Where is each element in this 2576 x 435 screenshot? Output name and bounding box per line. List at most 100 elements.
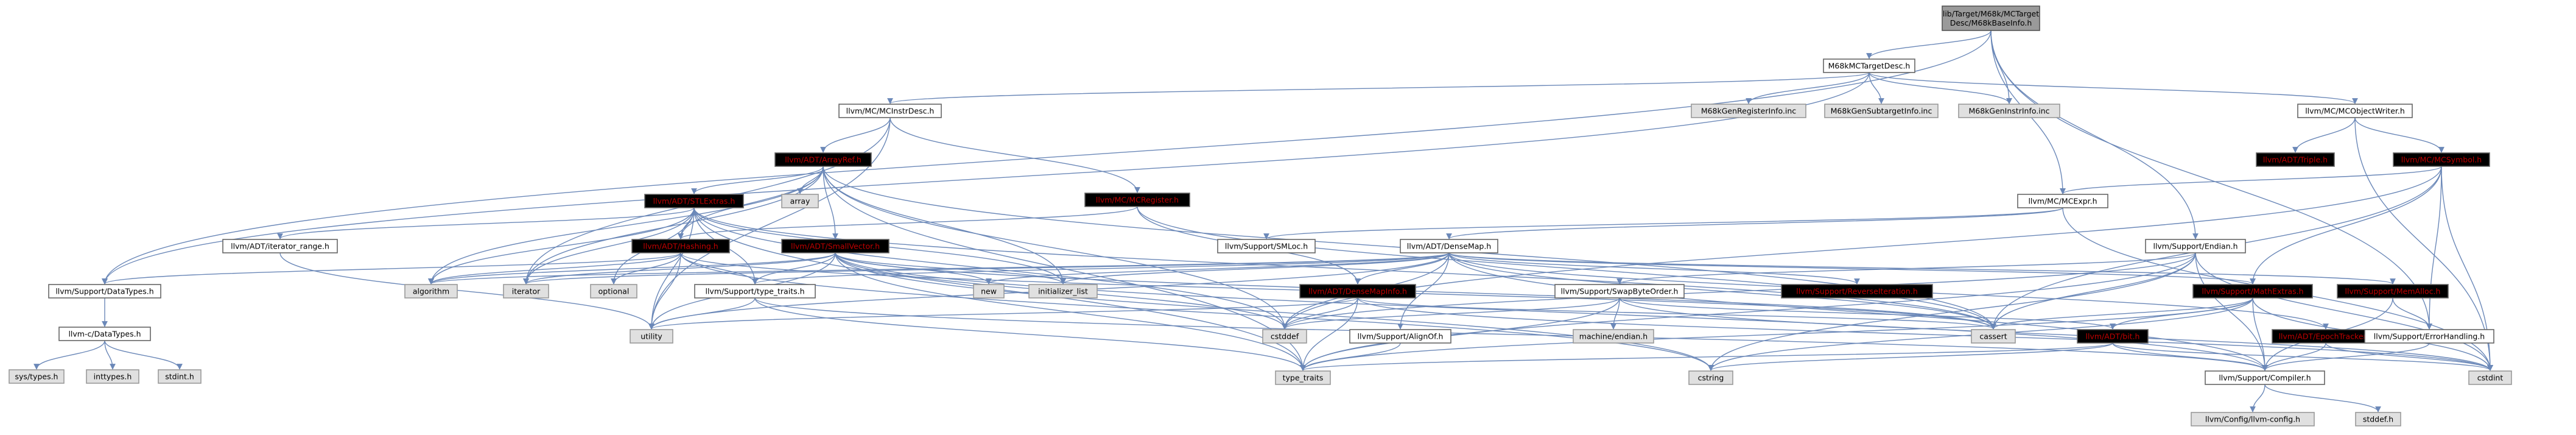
node-epochtracker[interactable]: llvm/ADT/EpochTracker.h (2272, 329, 2380, 344)
node-reverseiteration[interactable]: llvm/Support/ReverseIteration.h (1781, 284, 1933, 299)
node-box (158, 369, 202, 384)
node-geninstr: M68kGenInstrInfo.inc (1958, 104, 2060, 118)
node-compiler[interactable]: llvm/Support/Compiler.h (2205, 370, 2325, 385)
node-genreg: M68kGenRegisterInfo.inc (1691, 104, 1806, 118)
node-box (1299, 284, 1416, 299)
node-mcobjectwriter[interactable]: llvm/MC/MCObjectWriter.h (2297, 104, 2413, 118)
node-box (1691, 104, 1806, 118)
node-label: stdint.h (165, 372, 194, 381)
node-mcinstrdesc[interactable]: llvm/MC/MCInstrDesc.h (838, 104, 942, 118)
edge-mcinstrdesc-to-arrayref (820, 117, 891, 153)
node-box (631, 239, 730, 253)
edge-hashing-to-datatypes (102, 252, 681, 285)
node-label: M68kGenSubtargetInfo.inc (1831, 107, 1932, 116)
edge-swapbyteorder-to-cstddef (1282, 297, 1620, 330)
node-box (781, 239, 890, 253)
edge-alignof-to-typetraits (1300, 342, 1401, 371)
node-label: llvm/MC/MCExpr.h (2028, 197, 2097, 206)
node-label: llvm/ADT/EpochTracker.h (2279, 332, 2373, 341)
node-label: new (981, 287, 997, 296)
edge-errorhandling-to-compiler (2262, 342, 2430, 371)
node-endian[interactable]: llvm/Support/Endian.h (2145, 239, 2246, 253)
node-triple[interactable]: llvm/ADT/Triple.h (2256, 152, 2335, 167)
edge-arrayref-to-stlextras (691, 166, 824, 194)
node-label: inttypes.h (94, 372, 132, 381)
edge-typetraits_h-to-typetraits (754, 297, 1306, 371)
node-box (404, 284, 458, 299)
node-typetraits_h[interactable]: llvm/Support/type_traits.h (694, 284, 816, 299)
node-box (2077, 329, 2149, 344)
node-smallvector[interactable]: llvm/ADT/SmallVector.h (781, 239, 890, 253)
node-box (2192, 284, 2313, 299)
node-cstring: cstring (1688, 370, 1733, 385)
node-box (1554, 284, 1685, 299)
edge-root-to-geninstr (1990, 30, 2012, 104)
node-label: sys/types.h (15, 372, 58, 381)
edge-stlextras-to-algorithm (428, 207, 695, 285)
node-label: llvm/ADT/Hashing.h (643, 242, 718, 251)
node-errorhandling[interactable]: llvm/Support/ErrorHandling.h (2364, 329, 2494, 344)
edge-densemap-to-algorithm (428, 252, 1450, 285)
edge-swapbyteorder-to-typetraits (1300, 297, 1620, 371)
node-label: type_traits (1283, 373, 1324, 383)
node-alignof[interactable]: llvm/Support/AlignOf.h (1349, 329, 1451, 344)
node-m68kmctargetdesc[interactable]: M68kMCTargetDesc.h (1823, 58, 1915, 73)
node-iterator: iterator (503, 284, 549, 299)
edge-stlextras-to-iterator (523, 207, 695, 285)
node-box (781, 194, 819, 208)
edge-smallvector-to-cstring (835, 252, 1714, 371)
node-bit[interactable]: llvm/ADT/bit.h (2077, 329, 2149, 344)
edge-mcsymbol-to-mcexpr (2060, 166, 2442, 194)
edge-arrayref-to-cstddef (823, 166, 1288, 330)
node-mcregister[interactable]: llvm/MC/MCRegister.h (1084, 193, 1190, 207)
node-box (1958, 104, 2060, 118)
node-label: M68kMCTargetDesc.h (1828, 62, 1911, 71)
node-mathextras[interactable]: llvm/Support/MathExtras.h (2192, 284, 2313, 299)
node-label: llvm/ADT/ArrayRef.h (785, 155, 862, 164)
node-label: llvm/Support/type_traits.h (705, 287, 804, 296)
node-box (644, 194, 744, 208)
graph-edges (33, 30, 2493, 412)
node-box (1781, 284, 1933, 299)
node-box (973, 284, 1005, 299)
edge-swapbyteorder-to-cstdint (1619, 297, 2493, 371)
node-box (774, 152, 872, 167)
node-box (1942, 5, 2040, 31)
node-label: llvm/Support/DataTypes.h (55, 287, 153, 296)
edge-typetraits_h-to-utility (648, 297, 756, 330)
node-root[interactable]: lib/Target/M68k/MCTargetDesc/M68kBaseInf… (1942, 5, 2040, 31)
node-label: llvm/Support/SwapByteOrder.h (1561, 287, 1679, 296)
edge-densemap-to-cassert (1448, 252, 1996, 330)
node-mcsymbol[interactable]: llvm/MC/MCSymbol.h (2393, 152, 2490, 167)
node-datatypes[interactable]: llvm/Support/DataTypes.h (48, 284, 161, 299)
node-label: stddef.h (2363, 415, 2393, 424)
node-densemap[interactable]: llvm/ADT/DenseMap.h (1400, 239, 1498, 253)
edge-endian-to-cstddef (1282, 252, 2196, 330)
edge-stlextras-to-iteratorrange (277, 207, 695, 239)
node-cdatatypes[interactable]: llvm-c/DataTypes.h (58, 327, 151, 341)
edge-endian-to-cstring (1708, 252, 2196, 371)
edge-m68kmctargetdesc-to-mcobjectwriter (1869, 72, 2358, 104)
node-label: M68kGenInstrInfo.inc (1968, 107, 2049, 116)
node-box (1573, 329, 1654, 344)
node-densemapinfo[interactable]: llvm/ADT/DenseMapInfo.h (1299, 284, 1416, 299)
edge-mcsymbol-to-mathextras (2250, 166, 2442, 285)
node-memalloc[interactable]: llvm/Support/MemAlloc.h (2337, 284, 2449, 299)
node-box (2337, 284, 2449, 299)
node-label: optional (598, 287, 630, 296)
node-hashing[interactable]: llvm/ADT/Hashing.h (631, 239, 730, 253)
node-smloc[interactable]: llvm/Support/SMLoc.h (1217, 239, 1316, 253)
edge-memalloc-to-errorhandling (2392, 297, 2432, 330)
node-mcexpr[interactable]: llvm/MC/MCExpr.h (2017, 194, 2108, 208)
edge-mcexpr-to-densemap (1446, 207, 2063, 239)
node-box (694, 284, 816, 299)
node-box (1824, 104, 1939, 118)
node-stlextras[interactable]: llvm/ADT/STLExtras.h (644, 194, 744, 208)
node-iteratorrange[interactable]: llvm/ADT/iterator_range.h (222, 239, 338, 253)
node-label: llvm/MC/MCObjectWriter.h (2305, 107, 2405, 116)
node-label: llvm/ADT/DenseMap.h (1407, 242, 1491, 251)
node-swapbyteorder[interactable]: llvm/Support/SwapByteOrder.h (1554, 284, 1685, 299)
node-arrayref[interactable]: llvm/ADT/ArrayRef.h (774, 152, 872, 167)
node-box (1084, 193, 1190, 207)
node-box (838, 104, 942, 118)
